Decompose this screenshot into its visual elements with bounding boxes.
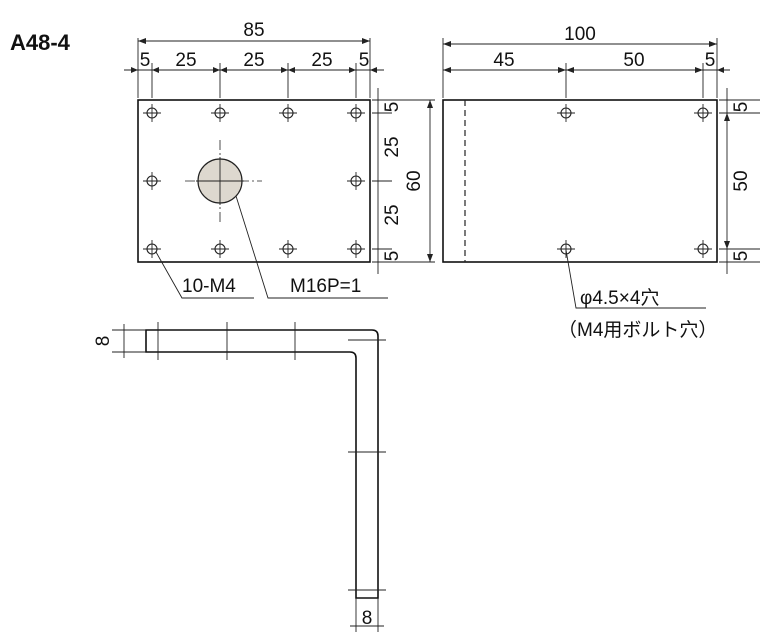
side-view: 100 45 50 5 5 50 5 φ4.5×4穴 （M4用ボルト穴） (442, 24, 760, 341)
front-right-seg-4: 5 (382, 251, 403, 262)
front-seg-5: 5 (359, 50, 370, 71)
side-overall-width: 100 (564, 24, 596, 45)
bolt-hole-icon (694, 104, 712, 122)
front-seg-4: 25 (311, 50, 332, 71)
m4-hole-icon (347, 240, 365, 258)
m4-hole-icon (211, 104, 229, 122)
m4-hole-icon (279, 240, 297, 258)
front-height: 60 (404, 170, 425, 191)
front-right-seg-1: 5 (382, 102, 403, 113)
m4-hole-icon (279, 104, 297, 122)
front-m4-holes (143, 104, 365, 258)
m4-hole-icon (143, 172, 161, 190)
l-bracket-profile (145, 329, 379, 599)
side-bolt-holes (557, 104, 712, 258)
m4-hole-icon (347, 104, 365, 122)
front-seg-2: 25 (175, 50, 196, 71)
front-view: 85 5 25 25 25 5 60 5 25 25 5 (124, 20, 435, 299)
m4-hole-icon (143, 104, 161, 122)
m4-hole-icon (211, 240, 229, 258)
front-right-seg-3: 25 (382, 204, 403, 225)
side-seg-3: 5 (705, 50, 716, 71)
front-overall-width: 85 (243, 20, 264, 41)
profile-thickness-top: 8 (93, 336, 114, 347)
profile-thickness-bottom: 8 (362, 608, 373, 629)
m4-hole-icon (143, 240, 161, 258)
part-number-title: A48-4 (10, 30, 71, 55)
bolt-hole-icon (557, 240, 575, 258)
side-plate-outline (442, 99, 718, 263)
profile-view: 8 8 (93, 322, 386, 632)
side-hole-note-sub: （M4用ボルト穴） (558, 319, 717, 341)
side-right-seg-1: 5 (731, 102, 752, 113)
front-seg-1: 5 (140, 50, 151, 71)
bolt-hole-icon (694, 240, 712, 258)
bolt-hole-icon (557, 104, 575, 122)
side-height: 50 (731, 170, 752, 191)
front-right-seg-2: 25 (382, 136, 403, 157)
side-hole-note: φ4.5×4穴 (580, 287, 659, 309)
front-center-hole-note: M16P=1 (290, 276, 361, 297)
side-seg-1: 45 (493, 50, 514, 71)
front-seg-3: 25 (243, 50, 264, 71)
side-right-seg-2: 5 (731, 251, 752, 262)
side-seg-2: 50 (623, 50, 644, 71)
front-hole-count-note: 10-M4 (182, 276, 236, 297)
m4-hole-icon (347, 172, 365, 190)
